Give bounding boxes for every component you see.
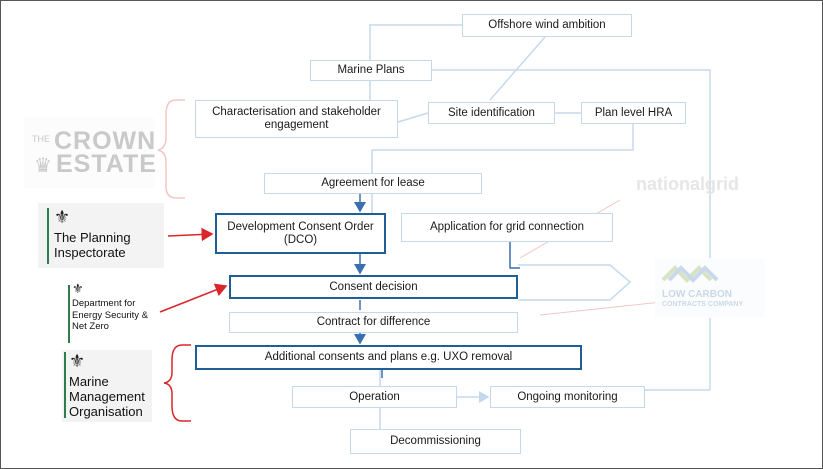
- node-site-identification: Site identification: [428, 102, 555, 124]
- national-grid-logo: nationalgrid: [636, 174, 739, 194]
- mmo-logo: [62, 350, 152, 422]
- lcc-name: LOW CARBON: [662, 289, 732, 300]
- waves-icon: [661, 265, 719, 283]
- lcc-sub: CONTRACTS COMPANY: [662, 301, 744, 308]
- node-characterisation: Characterisation and stakeholder engagem…: [195, 100, 398, 138]
- royal-crest-icon: ⚜: [54, 207, 71, 227]
- node-ongoing-monitoring: Ongoing monitoring: [490, 386, 645, 408]
- node-agreement-for-lease: Agreement for lease: [264, 173, 482, 194]
- planning-inspectorate-logo: [38, 203, 164, 268]
- node-consent-decision: Consent decision: [229, 275, 518, 299]
- mmo-name: Marine Management Organisation: [69, 374, 145, 419]
- planning-accent-bar: [47, 208, 49, 264]
- mmo-accent-bar: [64, 352, 66, 418]
- node-decommissioning: Decommissioning: [350, 429, 521, 454]
- crown-estate-estate: ESTATE: [56, 150, 157, 178]
- desnz-name: Department for Energy Security & Net Zer…: [72, 298, 149, 332]
- node-additional-consents: Additional consents and plans e.g. UXO r…: [195, 345, 582, 370]
- node-contract-for-difference: Contract for difference: [229, 312, 518, 333]
- royal-crest-icon: ⚜: [69, 351, 86, 371]
- node-dco: Development Consent Order (DCO): [215, 213, 386, 254]
- planning-inspectorate-name: The Planning Inspectorate: [54, 230, 131, 260]
- node-offshore-wind-ambition: Offshore wind ambition: [462, 14, 632, 37]
- faint-brace: [157, 99, 185, 199]
- node-marine-plans: Marine Plans: [310, 60, 432, 81]
- desnz-accent-bar: [68, 285, 70, 343]
- flow-arrows: [354, 192, 520, 378]
- royal-crest-icon: ⚜: [72, 281, 84, 296]
- lcc-logo-panel: [655, 258, 765, 318]
- crown-estate-logo: [24, 118, 154, 188]
- node-grid-connection: Application for grid connection: [401, 213, 613, 242]
- node-operation: Operation: [292, 386, 457, 408]
- crown-estate-crown: CROWN: [54, 127, 157, 155]
- node-plan-level-hra: Plan level HRA: [581, 102, 686, 124]
- crown-icon: ♛: [34, 155, 52, 177]
- crown-estate-the: THE: [32, 134, 50, 144]
- red-pointers: [159, 227, 228, 422]
